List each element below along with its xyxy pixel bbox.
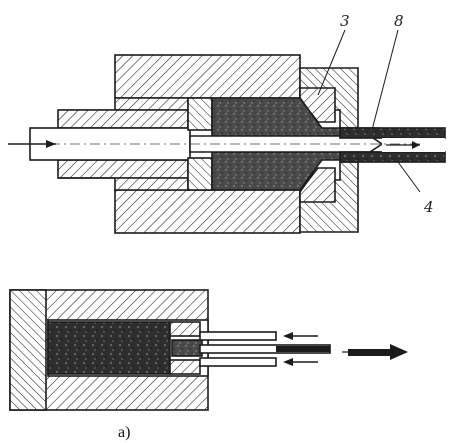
die-insert-lower bbox=[299, 167, 336, 203]
leader-8 bbox=[371, 29, 399, 131]
leader-3 bbox=[317, 29, 346, 96]
die-ring-upper bbox=[169, 321, 201, 337]
container-lower-wall bbox=[114, 189, 301, 234]
extruded-wire-1 bbox=[199, 331, 277, 341]
extruded-wire-3 bbox=[199, 357, 277, 367]
figure-caption: а) bbox=[118, 424, 130, 441]
die-ring-center bbox=[171, 339, 203, 357]
label-part-3: 3 bbox=[340, 12, 350, 30]
leader-4 bbox=[397, 161, 421, 193]
press-washer-lower bbox=[187, 157, 213, 191]
extruded-tube-upper bbox=[339, 127, 446, 139]
reverse-arrow-icon bbox=[283, 332, 318, 366]
label-part-8: 8 bbox=[394, 12, 404, 30]
wire-core bbox=[276, 346, 330, 352]
top-extrusion-assembly: 3 8 4 bbox=[8, 12, 446, 234]
ram-upper bbox=[58, 97, 189, 111]
ram-lower-step bbox=[58, 177, 189, 191]
product-arrow-icon bbox=[342, 344, 408, 360]
end-plug bbox=[9, 289, 47, 411]
label-part-4: 4 bbox=[423, 198, 434, 216]
ram-body-lower bbox=[57, 159, 189, 179]
container-upper-wall bbox=[114, 54, 301, 99]
press-washer-upper bbox=[187, 97, 213, 131]
die-ring-lower bbox=[169, 359, 201, 375]
powder-billet bbox=[47, 321, 171, 375]
ram-body-upper bbox=[57, 109, 189, 129]
bottom-extrusion-assembly bbox=[9, 289, 408, 411]
flow-arrow-icon bbox=[386, 141, 420, 149]
force-arrow-icon bbox=[8, 140, 56, 148]
extruded-tube-lower bbox=[339, 151, 446, 163]
